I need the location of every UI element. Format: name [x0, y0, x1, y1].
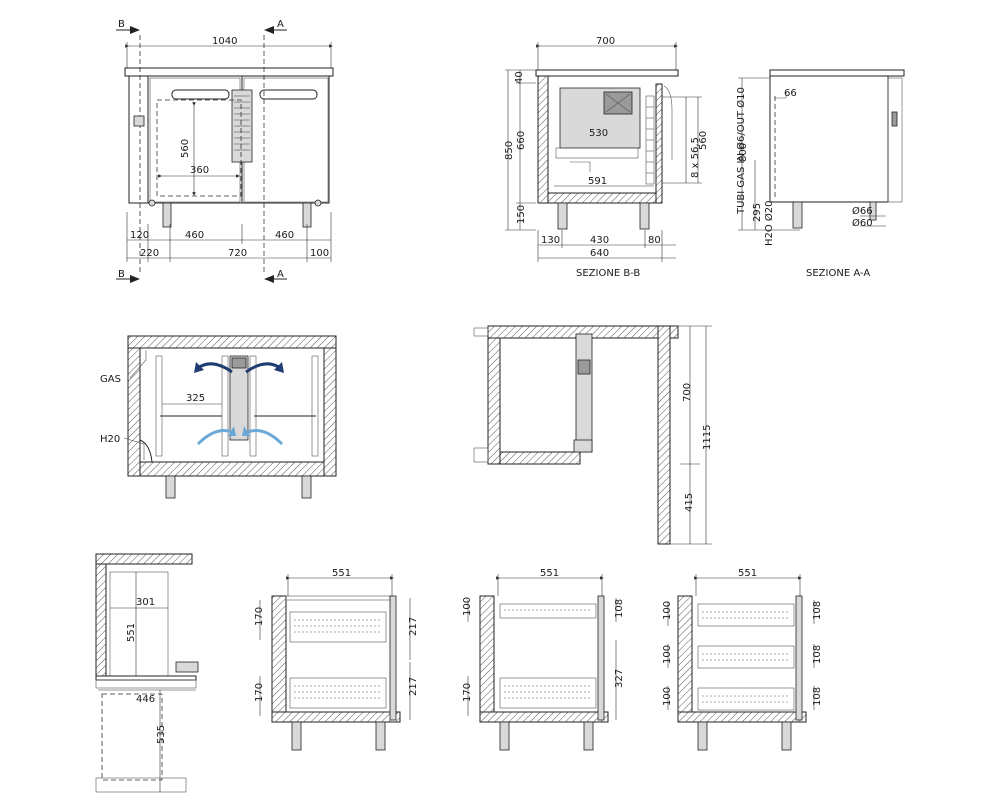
- drawers-mixed-view: 551 100 170 108 327: [462, 568, 625, 751]
- section-bb-title: SEZIONE B-B: [576, 268, 640, 279]
- gas-label: GAS: [100, 374, 121, 385]
- drawers-3-view: 551 100 100 100 108 108 108: [662, 568, 823, 751]
- dim-700-door: 700: [682, 383, 693, 402]
- dim-220: 220: [140, 248, 159, 259]
- dim-430: 430: [590, 235, 609, 246]
- dim-217-b: 217: [408, 677, 419, 696]
- pipe-gas-label: TUBI GAS IN Ø6/OUT Ø10: [735, 87, 747, 215]
- section-bb: 700 530 591 850 40 660: [504, 36, 709, 279]
- door-open-view: 700 1115 415: [473, 325, 713, 545]
- dim-560-bb: 560: [698, 131, 709, 150]
- dim-530: 530: [589, 128, 608, 139]
- dim-80: 80: [648, 235, 661, 246]
- dim-327: 327: [614, 669, 625, 688]
- dim-40: 40: [514, 71, 525, 84]
- dim-170-mix: 170: [462, 683, 473, 702]
- dim-720: 720: [228, 248, 247, 259]
- pipe-h2o-label: H2O Ø20: [763, 200, 775, 246]
- dim-217-a: 217: [408, 617, 419, 636]
- section-aa-title: SEZIONE A-A: [806, 268, 870, 279]
- dim-108-mix: 108: [614, 599, 625, 618]
- dim-591: 591: [588, 176, 607, 187]
- dim-460-right: 460: [275, 230, 294, 241]
- dim-700-bb: 700: [596, 36, 615, 47]
- dim-100-mix: 100: [462, 597, 473, 616]
- dim-108-3d-b: 108: [812, 645, 823, 664]
- drawers-2-view: 551 170 170 217 217: [254, 568, 419, 751]
- dim-170-2d-a: 170: [254, 607, 265, 626]
- dim-66-aa: 66: [784, 88, 797, 99]
- dim-130: 130: [541, 235, 560, 246]
- marker-a-top: A: [277, 19, 284, 30]
- h2o-label: H20: [100, 434, 120, 445]
- front-view: B A B A 1040 560: [116, 19, 334, 283]
- dim-551-side: 551: [126, 623, 137, 642]
- dia-66: Ø66: [852, 205, 873, 217]
- dim-551-2d: 551: [332, 568, 351, 579]
- dim-460-left: 460: [185, 230, 204, 241]
- dim-640: 640: [590, 248, 609, 259]
- dim-100-3d-a: 100: [662, 601, 673, 620]
- vent-pattern-2d: [294, 619, 382, 699]
- dim-108-3d-a: 108: [812, 601, 823, 620]
- dim-325: 325: [186, 393, 205, 404]
- dim-446: 446: [136, 694, 155, 705]
- dim-850: 850: [504, 141, 515, 160]
- dim-535: 535: [156, 725, 167, 744]
- dim-100-3d-b: 100: [662, 645, 673, 664]
- dim-301: 301: [136, 597, 155, 608]
- dim-1040: 1040: [212, 36, 237, 47]
- dim-170-2d-b: 170: [254, 683, 265, 702]
- dim-120: 120: [130, 230, 149, 241]
- dim-800: 800: [738, 143, 749, 162]
- dim-295: 295: [752, 203, 763, 222]
- dim-100: 100: [310, 248, 329, 259]
- drawer-side-view: 301 551 446 535: [95, 553, 199, 793]
- dim-551-mix: 551: [540, 568, 559, 579]
- dim-1115: 1115: [702, 425, 713, 450]
- airflow-view: 325 GAS H20: [100, 335, 337, 499]
- marker-b-bottom: B: [118, 269, 125, 280]
- dim-415: 415: [684, 493, 695, 512]
- dim-108-3d-c: 108: [812, 687, 823, 706]
- dim-660: 660: [516, 131, 527, 150]
- dia-60: Ø60: [852, 217, 873, 229]
- dim-100-3d-c: 100: [662, 687, 673, 706]
- dim-150: 150: [516, 205, 527, 224]
- dim-360: 360: [190, 165, 209, 176]
- dim-551-3d: 551: [738, 568, 757, 579]
- marker-a-bottom: A: [277, 269, 284, 280]
- dim-560-front: 560: [180, 139, 191, 158]
- marker-b-top: B: [118, 19, 125, 30]
- section-aa: 66 800 295 TUBI GAS IN Ø6/OUT Ø10 H2O Ø2…: [735, 69, 905, 279]
- dim-8x56: 8 x 56,5: [690, 137, 701, 178]
